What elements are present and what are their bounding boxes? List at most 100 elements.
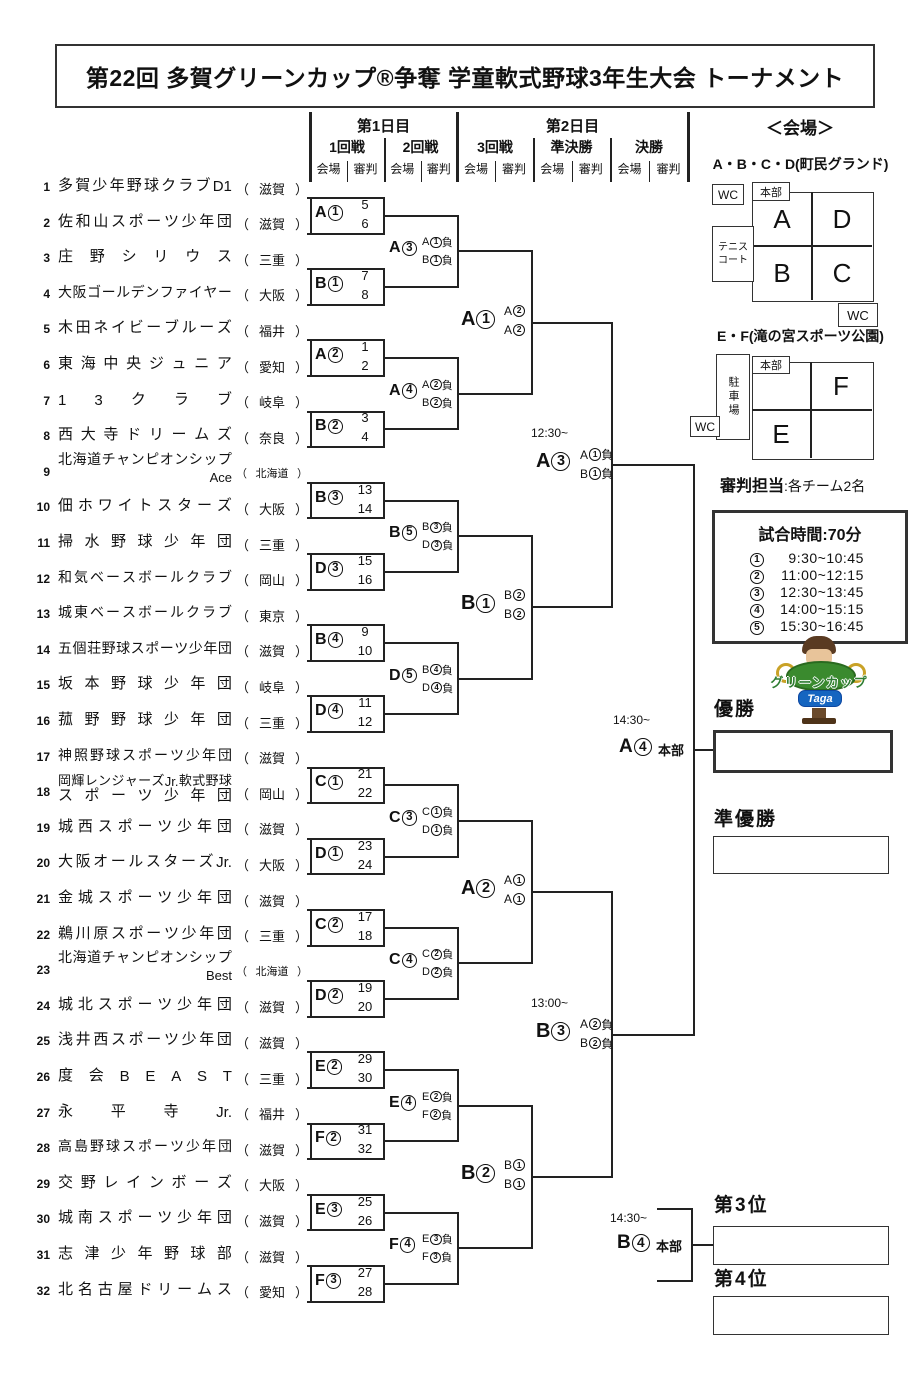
header-day-divider (455, 112, 459, 182)
winner-line (383, 998, 457, 1000)
circled-number: 2 (513, 589, 526, 602)
team-number: 7 (43, 393, 50, 408)
circled-number: 4 (401, 952, 418, 969)
fourth-place-box (713, 1296, 889, 1335)
team-name: 交野レインボーズ (58, 1173, 232, 1191)
circled-number: 2 (513, 304, 526, 317)
team-line (307, 268, 383, 271)
third-stub (657, 1208, 691, 1210)
team-prefecture: （滋賀） (236, 644, 308, 660)
umpire-team: 31 (357, 1122, 373, 1138)
team-name: 西大寺ドリームズ (58, 426, 232, 444)
team-prefecture: （東京） (236, 608, 308, 624)
umpire-team: 12 (357, 714, 373, 730)
team-number: 31 (36, 1248, 50, 1262)
team-prefecture: （愛知） (236, 1285, 308, 1301)
umpire-col-header: 審判 (578, 162, 603, 176)
team-number: 21 (36, 892, 50, 906)
team-prefecture: （滋賀） (236, 1035, 308, 1051)
circled-number: 2 (589, 1018, 602, 1031)
match-time: 13:00~ (531, 995, 569, 1010)
ground2-title: E・F(滝の宮スポーツ公園) (717, 328, 884, 344)
round-header: 2回戦 (402, 139, 439, 155)
team-line (307, 980, 383, 983)
team-name: 志津少年野球部 (58, 1245, 232, 1262)
team-prefecture: （大阪） (236, 501, 308, 517)
ground2-wc: WC (690, 416, 720, 437)
circled-number: 1 (513, 1177, 526, 1191)
circled-number: 1 (513, 1158, 526, 1172)
umpire-team: 21 (357, 766, 373, 782)
team-line (307, 731, 383, 733)
team-line (307, 588, 383, 591)
circled-number: 3 (430, 1233, 442, 1245)
venue-col-header: 会場 (390, 162, 415, 176)
team-line (307, 197, 383, 199)
team-number: 9 (43, 464, 50, 479)
circled-number: 1 (750, 553, 764, 568)
team-number: 20 (36, 856, 50, 871)
venue-col-header: 会場 (617, 162, 642, 176)
winner-line (383, 642, 457, 644)
umpire-col-header: 審判 (501, 162, 526, 176)
winner-line (383, 713, 457, 716)
venue-umpire-divider (495, 161, 496, 182)
team-name: 神照野球スポーツ少年団 (58, 746, 232, 763)
team-prefecture: （滋賀） (236, 751, 308, 767)
ground2-parking: 駐車場 (716, 354, 750, 440)
team-prefecture: （福井） (236, 1107, 308, 1123)
team-line (307, 232, 383, 235)
header-day2: 第2日目 (545, 118, 600, 135)
team-line (307, 1265, 383, 1267)
team-number: 3 (43, 251, 50, 266)
team-name: 東海中央ジュニア (58, 355, 232, 372)
team-name: 北海道チャンピオンシップ (58, 949, 232, 966)
team-prefecture: （三重） (236, 252, 308, 268)
cup-base (802, 718, 836, 724)
team-number: 8 (43, 429, 50, 444)
winner-line (457, 250, 531, 253)
third-place-box (713, 1226, 889, 1265)
team-name: 城東ベースボールクラブ (58, 604, 232, 621)
circled-number: 1 (430, 254, 442, 267)
header-day-divider (686, 112, 690, 182)
ground1-title: A・B・C・D(町民グランド) (712, 156, 889, 172)
team-prefecture: （大阪） (236, 1178, 308, 1194)
team-number: 4 (43, 286, 50, 301)
champion-box (713, 730, 893, 773)
match-box-edge (310, 197, 312, 235)
winner-line (693, 748, 713, 751)
team-number: 1 (43, 180, 50, 194)
team-number: 19 (36, 820, 50, 835)
round-header: 1回戦 (329, 139, 365, 155)
ground2-hq-label: 本部 (752, 356, 790, 374)
circled-number: 4 (430, 663, 442, 676)
winner-line (383, 286, 457, 288)
round-header: 準決勝 (550, 139, 593, 155)
team-prefecture: （福井） (236, 323, 308, 339)
team-line (307, 909, 383, 911)
team-name: 城西スポーツ少年団 (58, 817, 232, 835)
team-prefecture: （三重） (236, 537, 308, 553)
winner-line (383, 926, 457, 929)
team-prefecture: （愛知） (236, 359, 308, 375)
